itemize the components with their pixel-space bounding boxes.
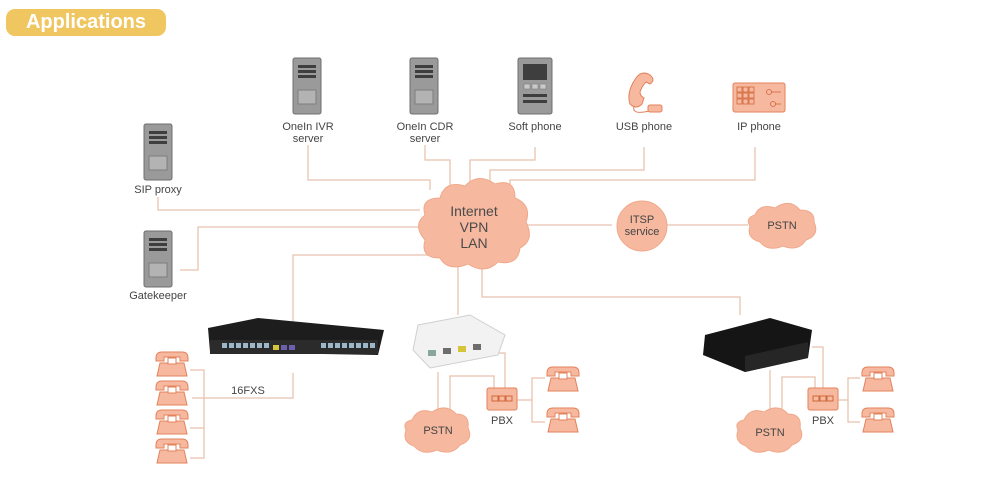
line-ivr [307, 145, 431, 190]
sip-proxy-label: SIP proxy [134, 184, 182, 196]
cdr-label-2: server [410, 133, 441, 145]
line-pbx-phone2-right [847, 400, 860, 423]
gateway-white [412, 314, 506, 369]
line-pstn-pbx [449, 375, 495, 410]
cdr-server: OneIn CDR server [397, 57, 454, 145]
ip-phone: IP phone [732, 82, 786, 133]
phone-icon [155, 380, 189, 406]
line-pbx-phone2 [531, 400, 545, 423]
ivr-server: OneIn IVR server [282, 57, 334, 145]
pstn-label: PSTN [755, 427, 784, 439]
line-16fxs [192, 373, 294, 399]
pstn-cloud-right: PSTN [747, 203, 817, 249]
pbx-icon [486, 387, 518, 411]
itsp-label: ITSP [630, 214, 654, 226]
gatekeeper: Gatekeeper [129, 230, 187, 302]
gatekeeper-label: Gatekeeper [129, 290, 187, 302]
line-usbphone [489, 147, 645, 185]
phone-icon [155, 351, 189, 377]
soft-phone: Soft phone [508, 57, 562, 133]
internet-cloud: Internet VPN LAN [418, 178, 530, 270]
line-pbx-phone1 [517, 377, 545, 401]
pbx-center: PBX [486, 387, 518, 427]
applications-title: Applications [25, 11, 146, 33]
server-icon [409, 57, 439, 115]
pbx-right: PBX [807, 387, 839, 427]
applications-banner: Applications [6, 9, 166, 36]
itsp-service-label: service [625, 226, 660, 238]
line-pstn-pbx-right [781, 376, 816, 410]
gateway-16fxs [208, 318, 384, 355]
sip-proxy: SIP proxy [134, 123, 182, 196]
line-gateway-16fxs [292, 254, 430, 330]
fxs-label: 16FXS [231, 385, 265, 397]
cloud-label-lan: LAN [460, 235, 487, 251]
line-softphone [469, 147, 536, 185]
phone-icon [861, 366, 895, 392]
pbx-label: PBX [812, 415, 835, 427]
line-sip-proxy [157, 197, 420, 211]
gateway-black [703, 318, 812, 372]
cloud-label-vpn: VPN [460, 219, 489, 235]
phone-icon [861, 407, 895, 433]
line-black-pbx [812, 346, 824, 388]
line-white-pbx [493, 352, 506, 388]
usb-phone-icon [628, 72, 663, 113]
pbx-label: PBX [491, 415, 514, 427]
usb-phone: USB phone [616, 72, 672, 133]
usb-phone-label: USB phone [616, 121, 672, 133]
itsp-service: ITSP service [616, 200, 668, 252]
line-ipphone [509, 147, 756, 190]
phone-icon [546, 407, 580, 433]
server-icon [292, 57, 322, 115]
pstn-label: PSTN [767, 220, 796, 232]
pstn-label: PSTN [423, 425, 452, 437]
phone-icon [155, 409, 189, 435]
cdr-label-1: OneIn CDR [397, 121, 454, 133]
pbx-icon [807, 387, 839, 411]
line-phone-bus [190, 369, 205, 459]
connection-lines [157, 145, 860, 459]
ivr-label-2: server [293, 133, 324, 145]
line-pbx-phone1-right [838, 377, 860, 401]
ivr-label-1: OneIn IVR [282, 121, 333, 133]
line-cdr [424, 145, 451, 188]
softphone-icon [517, 57, 553, 115]
server-icon [143, 123, 173, 181]
pstn-cloud-bottom-right: PSTN [736, 407, 803, 453]
phone-icon [546, 366, 580, 392]
ip-phone-label: IP phone [737, 121, 781, 133]
pstn-cloud-center: PSTN [404, 407, 471, 453]
line-gateway-black [481, 265, 741, 315]
phone-icon [155, 438, 189, 464]
softphone-label: Soft phone [508, 121, 561, 133]
line-gatekeeper [180, 226, 420, 271]
cloud-label-internet: Internet [450, 203, 498, 219]
server-icon [143, 230, 173, 288]
ip-phone-icon [732, 82, 786, 113]
